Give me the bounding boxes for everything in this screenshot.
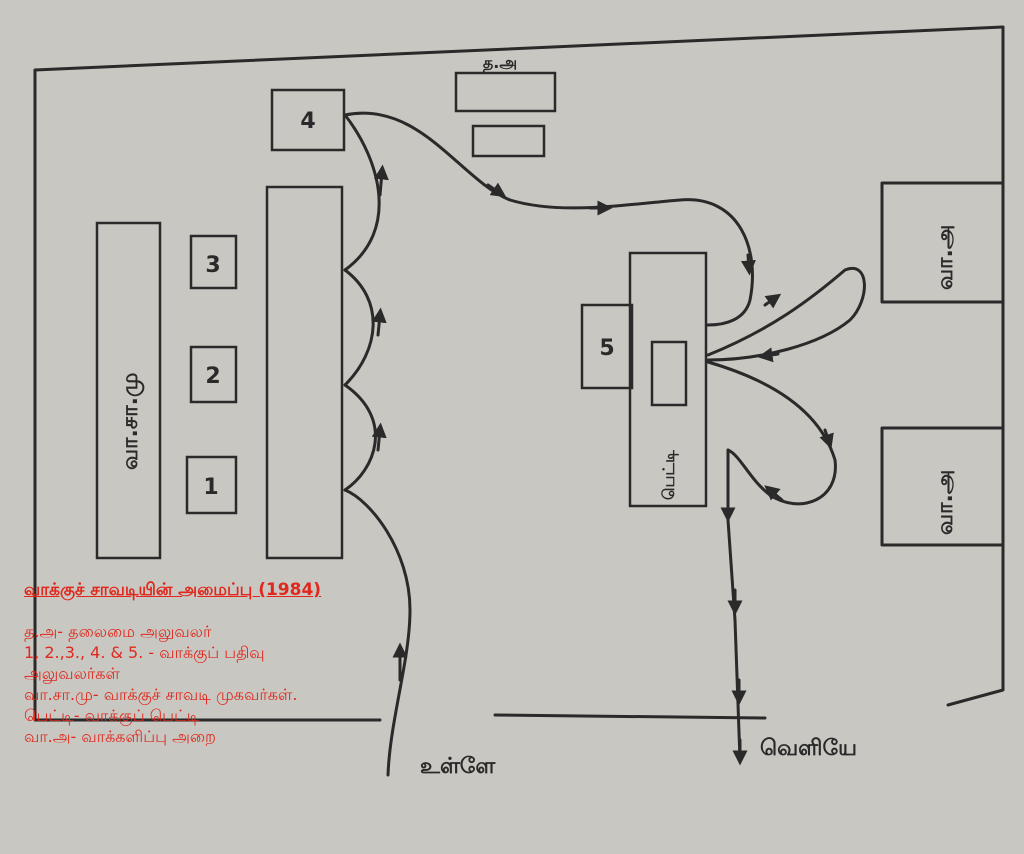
agents-table — [95, 221, 162, 560]
officer-4-label: 4 — [300, 109, 315, 134]
officer-3-label: 3 — [205, 253, 220, 278]
exit-label: வெளியே — [760, 736, 857, 761]
loop-arrow-2 — [371, 307, 387, 337]
voter-path-to-box — [343, 111, 754, 327]
legend: வாக்குச் சாவடியின் அமைப்பு (1984) த.அ- த… — [24, 580, 524, 747]
entry-label: உள்ளே — [420, 754, 496, 779]
presiding-officer-stool — [471, 124, 546, 158]
officer-5-label: 5 — [599, 336, 614, 361]
path-arrow-1 — [486, 182, 507, 198]
voting-room-bottom — [880, 426, 1005, 547]
voting-room-top — [880, 181, 1005, 304]
legend-row: பெட்டி- வாக்குப் பெட்டி — [24, 706, 200, 725]
officer-1-label: 1 — [203, 475, 218, 500]
officer-2-label: 2 — [205, 364, 220, 389]
ballot-box-label: பெட்டி — [659, 450, 679, 500]
voter-path-loop-3 — [343, 113, 381, 272]
officers-table — [265, 185, 344, 560]
hall-wall — [33, 25, 1005, 722]
agents-label: வா.சா.மு — [118, 373, 145, 470]
officer-4-box — [270, 88, 346, 152]
officer-1-box — [185, 455, 238, 515]
voting-room-bottom-label: வா.அ — [933, 470, 958, 535]
legend-row: 1, 2.,3., 4. & 5. - வாக்குப் பதிவு — [24, 643, 265, 662]
officer-3-box — [189, 234, 238, 290]
legend-row: வா.அ- வாக்களிப்பு அறை — [24, 727, 216, 746]
hall-wall-bottom-right — [493, 713, 767, 720]
legend-title: வாக்குச் சாவடியின் அமைப்பு (1984) — [24, 580, 322, 600]
ballot-table — [628, 251, 708, 508]
voter-path-room-top — [706, 266, 866, 362]
voter-path-loop-1 — [343, 383, 377, 492]
voting-room-top-label: வா.அ — [933, 225, 958, 290]
ballot-box — [650, 340, 688, 407]
room-arrow-2 — [757, 347, 780, 363]
presiding-officer-table — [454, 71, 557, 113]
loop-arrow-3 — [373, 164, 389, 197]
voter-path-room-bottom — [706, 360, 837, 506]
room-arrow-1 — [763, 293, 782, 309]
voter-path-loop-2 — [343, 268, 375, 387]
legend-row: வா.சா.மு- வாக்குச் சாவடி முகவர்கள். — [24, 685, 298, 704]
path-arrow-3 — [740, 253, 756, 276]
legend-row: அலுவலர்கள் — [24, 664, 120, 683]
loop-arrow-1 — [371, 422, 387, 452]
officer-5-box — [580, 303, 634, 390]
voter-path-entry — [343, 488, 412, 777]
room-arrow-4 — [764, 485, 784, 502]
room-arrow-3 — [819, 428, 834, 450]
presiding-officer-label: த.அ — [483, 53, 517, 73]
legend-row: த.அ- தலைமை அலுவலர் — [24, 622, 212, 641]
officer-2-box — [189, 345, 238, 404]
